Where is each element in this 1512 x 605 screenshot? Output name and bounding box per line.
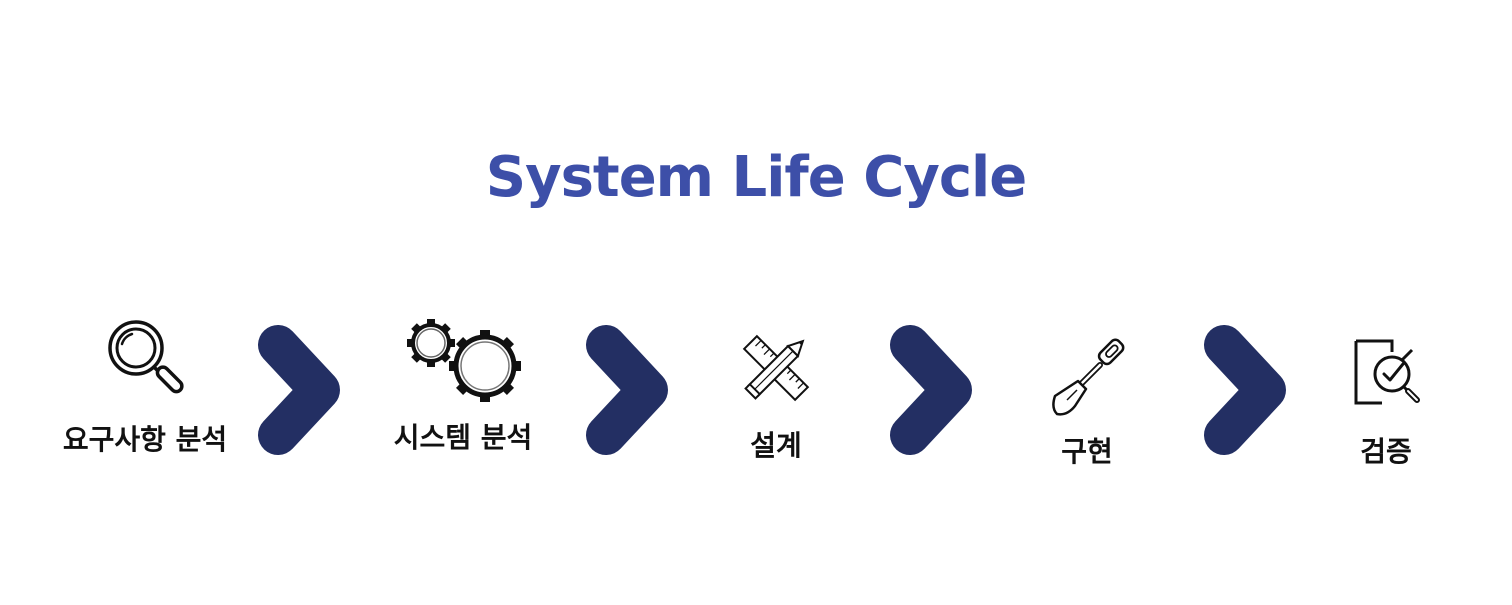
chevron-right-icon (890, 325, 972, 455)
step-implementation: 구현 (977, 336, 1197, 486)
step-label: 검증 (1360, 435, 1412, 468)
step-verification: 검증 (1276, 338, 1496, 488)
page-title: System Life Cycle (485, 145, 1027, 210)
chevron-right-icon (586, 325, 668, 455)
shovel-icon (1052, 338, 1125, 416)
document-check-icon (1354, 339, 1420, 405)
gears-icon (407, 319, 521, 402)
chevron-right-icon (1204, 325, 1286, 455)
step-label: 시스템 분석 (393, 421, 533, 454)
step-system-analysis: 시스템 분석 (353, 316, 573, 466)
step-design: 설계 (666, 326, 886, 476)
step-requirements-analysis: 요구사항 분석 (35, 318, 255, 468)
step-label: 설계 (750, 429, 802, 462)
step-label: 구현 (1061, 435, 1113, 468)
ruler-pencil-icon (742, 334, 810, 402)
chevron-right-icon (258, 325, 340, 455)
magnifier-icon (108, 320, 184, 394)
step-label: 요구사항 분석 (62, 423, 228, 456)
